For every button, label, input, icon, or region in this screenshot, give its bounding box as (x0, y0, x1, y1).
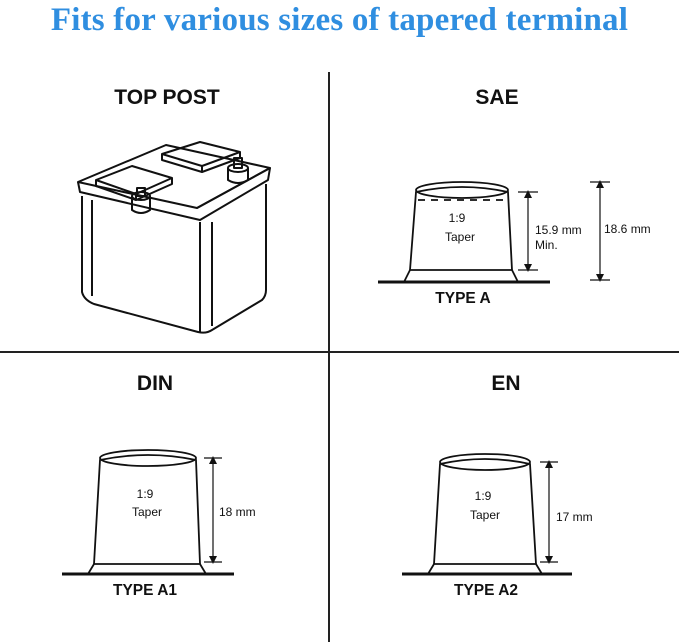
din-dim: 18 mm (219, 505, 256, 519)
sae-type-label: TYPE A (435, 290, 491, 307)
en-taper: Taper (470, 508, 500, 522)
sae-terminal (378, 181, 550, 284)
en-ratio: 1:9 (475, 489, 492, 503)
sae-dim-inner: 15.9 mm (535, 223, 582, 237)
din-terminal (62, 449, 234, 576)
en-heading: EN (491, 372, 521, 395)
en-terminal (402, 453, 572, 576)
battery-illustration (77, 141, 271, 334)
page-title: Fits for various sizes of tapered termin… (50, 2, 629, 38)
din-ratio: 1:9 (137, 487, 154, 501)
sae-dimension-lines (518, 180, 610, 282)
vertical-divider (328, 72, 330, 642)
sae-dim-inner-note: Min. (535, 238, 558, 252)
sae-heading: SAE (475, 86, 519, 109)
horizontal-divider (0, 351, 679, 353)
din-type-label: TYPE A1 (112, 582, 178, 599)
sae-taper: Taper (445, 230, 475, 244)
en-type-label: TYPE A2 (453, 582, 519, 599)
din-dimension-line (204, 456, 222, 564)
sae-dim-outer: 18.6 mm (604, 222, 651, 236)
din-heading: DIN (136, 372, 174, 395)
top-post-heading: TOP POST (114, 86, 220, 109)
din-taper: Taper (132, 505, 162, 519)
sae-ratio: 1:9 (449, 211, 466, 225)
en-dimension-line (540, 460, 558, 564)
en-dim: 17 mm (556, 510, 593, 524)
